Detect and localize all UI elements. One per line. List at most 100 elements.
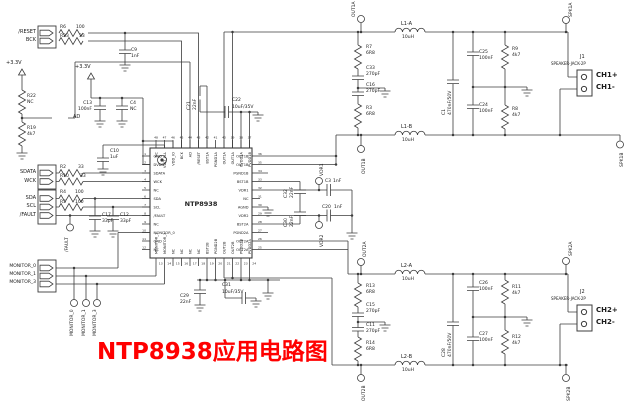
pin-label: 41: [214, 136, 218, 140]
test-point-mon0: [70, 299, 78, 307]
j2-pin1: [580, 308, 588, 316]
pin-label: BST2B: [205, 242, 209, 254]
pin-label: NC: [154, 248, 160, 252]
test-point-out2a: [357, 258, 365, 266]
pin-label: NC: [154, 222, 160, 226]
test-point-vdr2: [315, 221, 323, 229]
test-point-mon3: [93, 299, 101, 307]
test-point-spk2a: [562, 257, 570, 265]
pin-label: OUT1A: [222, 151, 226, 164]
pin-label: WCK: [154, 180, 163, 184]
pin-label: SDA: [154, 197, 162, 201]
pin-label: 32: [258, 186, 262, 190]
test-point-spk1a: [562, 16, 570, 24]
pin-label: 38: [239, 136, 243, 140]
pin-label: 48: [154, 136, 158, 140]
pin-label: SCL: [154, 205, 161, 209]
pin-label: 18: [201, 262, 205, 266]
pin-label: 45: [180, 136, 184, 140]
pin-label: GND: [154, 239, 162, 243]
pin-label: GND: [154, 154, 162, 158]
pin-label: VDD_IO: [171, 152, 175, 166]
pin-label: 25: [258, 246, 262, 250]
pin-label: 31: [258, 195, 262, 199]
pin-label: 2: [144, 161, 146, 165]
pin-label: 34: [258, 169, 262, 173]
speaker-jack-j1: [576, 69, 593, 97]
pin-label: OUT1B: [236, 154, 249, 158]
test-point-fault: [66, 223, 74, 232]
chip-pin1-dot: [160, 158, 164, 162]
pin-label: 40: [222, 136, 226, 140]
j1-pin2: [580, 85, 588, 93]
pin-label: MONITOR_3: [163, 233, 167, 254]
pin-label: NC: [180, 248, 184, 254]
pin-label: 24: [252, 262, 256, 266]
chip-pins: GND1DVDD2SDATA3WCK4NC5SDA6SCL7/FAULT8NC9…: [142, 136, 262, 266]
pin-label: 46: [171, 136, 175, 140]
pin-label: 7: [144, 203, 146, 207]
pin-label: 26: [258, 237, 262, 241]
schematic-title: NTP8938应用电路图: [97, 339, 328, 365]
pin-label: 16: [184, 262, 188, 266]
pin-label: PVDD1B: [248, 151, 252, 166]
pin-label: 33: [258, 178, 262, 182]
pin-label: OUT2A: [236, 248, 249, 252]
pin-label: PVDD2A: [248, 239, 252, 254]
component-symbols: [16, 15, 624, 382]
pin-label: 47: [163, 136, 167, 140]
pin-label: 36: [258, 152, 262, 156]
pin-label: 10: [142, 229, 146, 233]
pin-label: 44: [188, 136, 192, 140]
pin-label: 30: [258, 203, 262, 207]
j1-pin1: [580, 73, 588, 81]
pin-label: 13: [159, 262, 163, 266]
pin-label: NC: [171, 248, 175, 254]
speaker-jack-j2: [576, 304, 593, 332]
pin-label: BST2A: [237, 222, 249, 226]
pin-label: 5: [144, 186, 146, 190]
pin-label: PGND2A: [233, 231, 249, 235]
pin-label: VDR2: [238, 214, 248, 218]
test-point-mon1: [82, 299, 90, 307]
test-point-out1b: [357, 145, 365, 153]
pin-label: 42: [205, 136, 209, 140]
pin-label: 3: [144, 169, 146, 173]
chip-name: NTP8938: [185, 200, 218, 208]
pin-label: 39: [231, 136, 235, 140]
pin-label: OUT2B: [222, 241, 226, 254]
pin-label: 1: [144, 152, 146, 156]
pin-label: 17: [193, 262, 197, 266]
pin-label: BST1B: [237, 180, 249, 184]
pin-label: NC: [188, 248, 192, 254]
pin-label: 19: [210, 262, 214, 266]
pin-label: 15: [176, 262, 180, 266]
pin-label: OUT1A: [231, 151, 235, 164]
pin-label: OUT2B: [231, 241, 235, 254]
pin-label: 4: [144, 178, 146, 182]
pin-label: 37: [248, 136, 252, 140]
pin-label: 21: [227, 262, 231, 266]
test-point-spk2b: [562, 374, 570, 382]
pin-label: 27: [258, 229, 262, 233]
pin-label: /FAULT: [154, 214, 167, 218]
pin-label: 20: [218, 262, 222, 266]
pin-label: 43: [197, 136, 201, 140]
pin-label: AD: [188, 152, 192, 157]
test-point-out1a: [357, 15, 365, 23]
connector-reset-bck: [37, 25, 57, 49]
pin-label: MONITOR_0: [154, 231, 176, 235]
test-point-spk1b: [616, 140, 624, 149]
j2-pin2: [580, 320, 588, 328]
pin-label: 9: [144, 220, 146, 224]
connector-i2s: [37, 164, 57, 190]
pin-label: NC: [154, 152, 158, 158]
pin-label: PVDD2B: [239, 239, 243, 254]
wires: [21, 23, 621, 375]
pin-label: 12: [142, 246, 146, 250]
pin-label: SDATA: [154, 171, 166, 175]
pin-label: 8: [144, 212, 146, 216]
pin-label: NC: [197, 248, 201, 254]
pin-label: 11: [142, 237, 146, 241]
pin-label: 29: [258, 212, 262, 216]
